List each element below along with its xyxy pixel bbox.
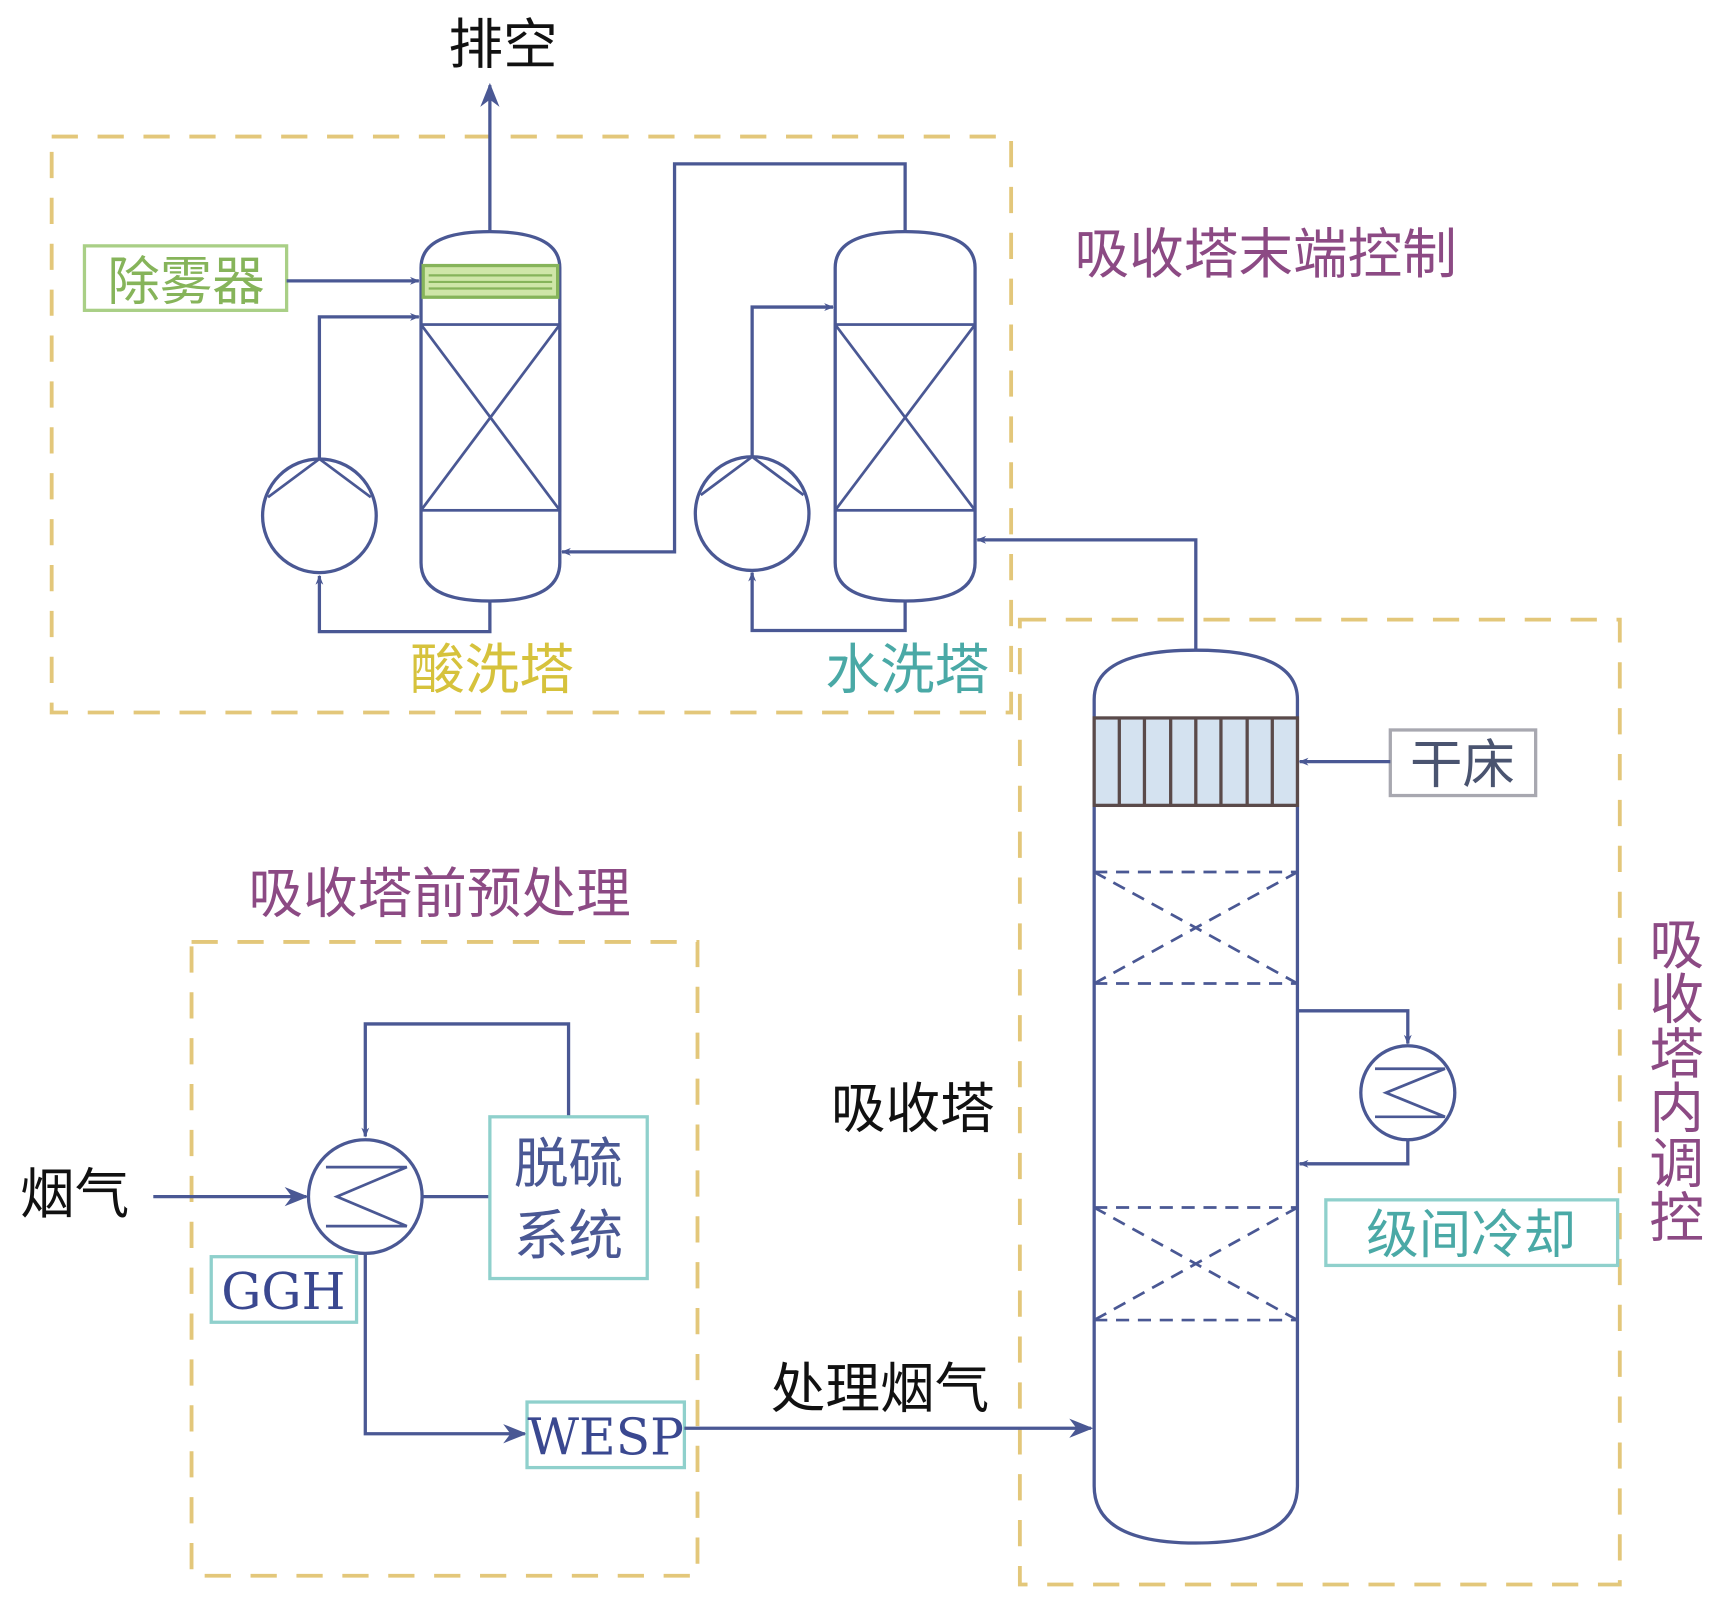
end-control-box [49,134,1014,715]
pretreatment-label: 吸收塔前预处理 [248,861,630,925]
ggh-label: GGH [221,1262,345,1321]
cooler-inlet-pipe [1297,1009,1412,1045]
treated-flue-gas-label: 处理烟气 [771,1356,990,1420]
vent-label: 排空 [448,12,557,76]
water-pump-icon [693,455,811,573]
pretreatment-box [189,940,700,1578]
lower-packing [1093,1206,1299,1322]
water-pump-suction-pipe [748,571,907,633]
packing-bed [419,323,562,512]
cooler-outlet-pipe [1298,1139,1410,1168]
ggh-heat-exchanger-icon [306,1138,424,1256]
desulfurization-return-pipe [361,1022,571,1138]
desulfurization-label-line1: 脱硫 [514,1131,623,1195]
acid-pump-suction-pipe [315,574,492,634]
water-recycle-pipe [750,303,834,457]
desulfurization-label-line2: 系统 [514,1203,623,1267]
acid-pump-icon [260,457,378,575]
packing-bed [833,323,977,512]
demister-label: 除雾器 [107,251,264,312]
internal-control-label: 吸收塔内调控 [1640,916,1704,1244]
absorber-tower [1092,648,1300,1545]
interstage-cooling-label: 级间冷却 [1366,1204,1576,1265]
water-to-acid-pipe [561,162,907,556]
dry-bed-label: 干床 [1410,734,1515,795]
wesp-box [525,1400,687,1470]
upper-packing [1093,870,1299,985]
wesp-label: WESP [527,1407,684,1466]
acid-wash-tower [419,230,562,603]
water-wash-tower [833,230,977,603]
end-control-label: 吸收塔末端控制 [1075,222,1457,286]
internal-control-box [1017,617,1622,1587]
demister-box [82,244,289,312]
absorber-label: 吸收塔 [831,1077,995,1141]
absorber-to-water-pipe [976,535,1198,651]
ggh-to-wesp-pipe [363,1253,528,1444]
interstage-cooler-icon [1359,1044,1457,1142]
water-wash-tower-label: 水洗塔 [825,637,989,701]
interstage-cooling-box [1324,1198,1620,1268]
acid-recycle-pipe [317,312,420,459]
desulfurization-box [488,1115,649,1281]
acid-wash-tower-label: 酸洗塔 [410,637,574,701]
ggh-box [209,1255,359,1324]
flue-gas-label: 烟气 [20,1162,129,1226]
